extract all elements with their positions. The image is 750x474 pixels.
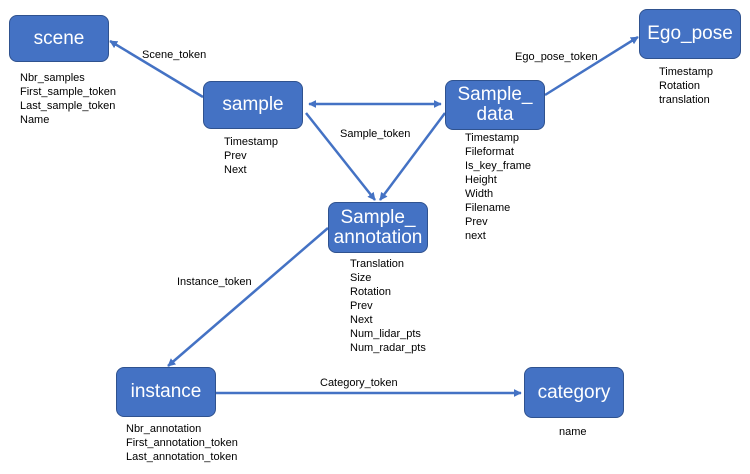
sample-data-field: next xyxy=(465,230,486,242)
sample-field: Prev xyxy=(224,150,247,162)
sample-annotation-field: Num_radar_pts xyxy=(350,342,426,354)
edge-annotation-to-instance xyxy=(167,227,329,367)
edge-label-instance-token: Instance_token xyxy=(177,276,252,288)
scene-fields: Nbr_samples First_sample_token Last_samp… xyxy=(20,71,116,127)
node-scene: scene xyxy=(9,15,109,62)
instance-field: First_annotation_token xyxy=(126,437,238,449)
sample-annotation-field: Rotation xyxy=(350,286,391,298)
node-sample: sample xyxy=(203,81,303,129)
node-sample-label: sample xyxy=(222,94,284,115)
sample-annotation-field: Num_lidar_pts xyxy=(350,328,421,340)
node-instance: instance xyxy=(116,367,216,417)
sample-data-field: Filename xyxy=(465,202,511,214)
node-ego-pose: Ego_pose xyxy=(639,9,741,59)
sample-annotation-fields: Translation Size Rotation Prev Next Num_… xyxy=(350,257,426,355)
ego-pose-field: translation xyxy=(659,94,710,106)
node-sample-data-label: Sample_ data xyxy=(457,84,533,125)
sample-data-field: Prev xyxy=(465,216,488,228)
sample-annotation-field: Size xyxy=(350,272,372,284)
node-scene-label: scene xyxy=(33,27,85,49)
sample-annotation-field: Translation xyxy=(350,258,405,270)
scene-field: Nbr_samples xyxy=(20,72,85,84)
category-fields: name xyxy=(559,425,587,439)
sample-data-field: Fileformat xyxy=(465,146,514,158)
instance-fields: Nbr_annotation First_annotation_token La… xyxy=(126,422,238,464)
scene-field: First_sample_token xyxy=(20,86,116,98)
node-category-label: category xyxy=(537,381,611,403)
edge-label-sample-token: Sample_token xyxy=(340,128,411,140)
node-ego-pose-label: Ego_pose xyxy=(647,23,733,44)
instance-field: Nbr_annotation xyxy=(126,423,202,435)
category-field: name xyxy=(559,426,587,438)
sample-data-fields: Timestamp Fileformat Is_key_frame Height… xyxy=(465,131,531,243)
edge-label-ego-pose-token: Ego_pose_token xyxy=(515,51,598,63)
sample-fields: Timestamp Prev Next xyxy=(224,135,278,177)
sample-field: Timestamp xyxy=(224,136,278,148)
edge-sample-data-to-annotation xyxy=(378,112,447,201)
instance-field: Last_annotation_token xyxy=(126,451,238,463)
ego-pose-field: Rotation xyxy=(659,80,700,92)
node-instance-label: instance xyxy=(130,381,202,402)
edge-sample-to-scene xyxy=(109,39,204,99)
scene-field: Name xyxy=(20,114,50,126)
sample-field: Next xyxy=(224,164,247,176)
node-category: category xyxy=(524,367,624,418)
ego-pose-fields: Timestamp Rotation translation xyxy=(659,65,713,107)
ego-pose-field: Timestamp xyxy=(659,66,713,78)
edge-sample-to-annotation xyxy=(305,112,376,201)
node-sample-data: Sample_ data xyxy=(445,80,545,130)
sample-data-field: Height xyxy=(465,174,497,186)
sample-data-field: Width xyxy=(465,188,494,200)
sample-annotation-field: Prev xyxy=(350,300,373,312)
sample-annotation-field: Next xyxy=(350,314,373,326)
sample-data-field: Is_key_frame xyxy=(465,160,532,172)
node-sample-annotation: Sample_ annotation xyxy=(328,202,428,253)
edge-label-category-token: Category_token xyxy=(320,377,398,389)
sample-data-field: Timestamp xyxy=(465,132,519,144)
edge-sample-data-to-ego-pose xyxy=(544,35,639,97)
node-sample-annotation-label: Sample_ annotation xyxy=(333,206,423,248)
edge-label-scene-token: Scene_token xyxy=(142,49,207,61)
scene-field: Last_sample_token xyxy=(20,100,116,112)
